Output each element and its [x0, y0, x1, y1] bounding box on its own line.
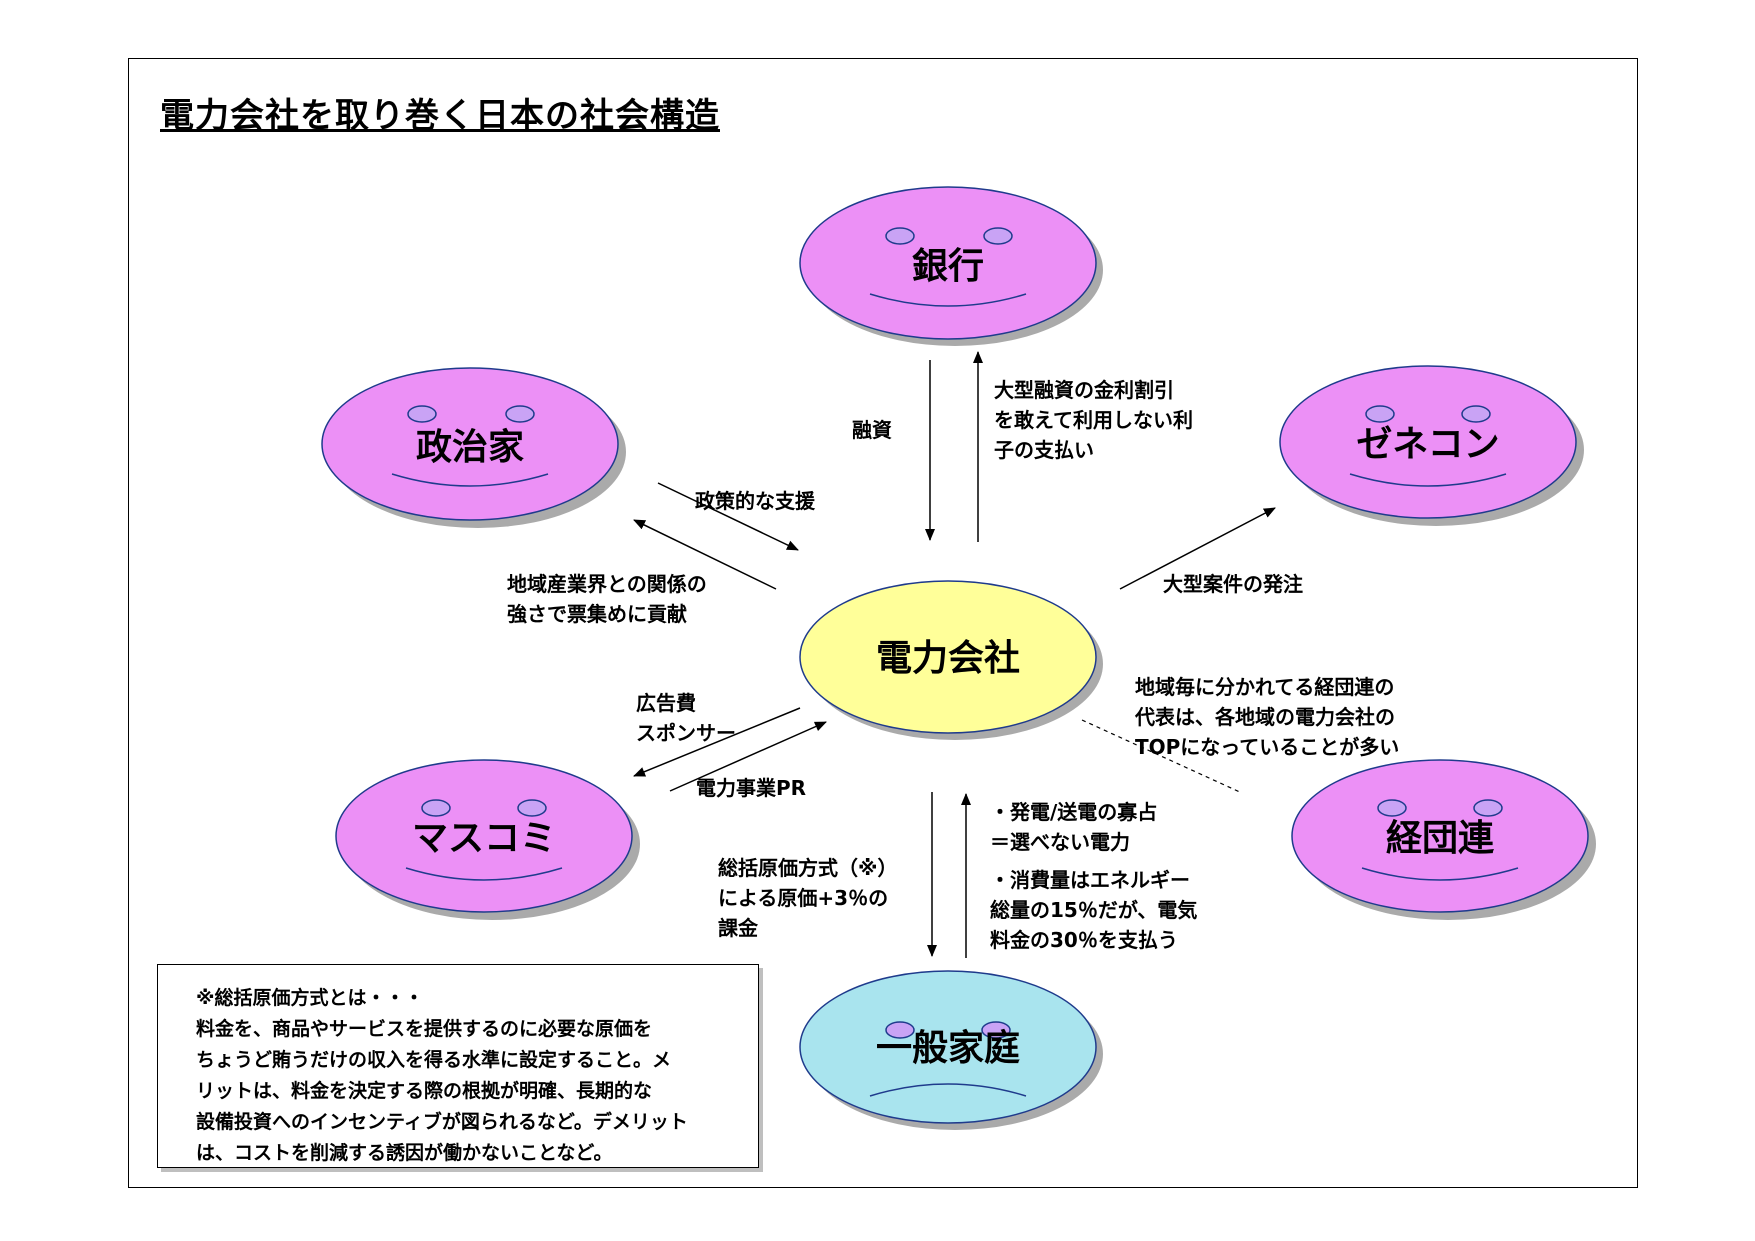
footnote-line: 設備投資へのインセンティブが図られるなど。デメリット	[196, 1111, 688, 1133]
label-yushi: 融資	[852, 418, 892, 442]
mascomi-label: マスコミ	[412, 818, 556, 859]
left-eye-icon	[885, 227, 915, 245]
arrow-power-to-mascomi	[633, 707, 801, 777]
left-eye-icon	[885, 1021, 915, 1039]
arrow-power-to-politician	[633, 519, 777, 590]
arrow-mascomi-to-power	[669, 721, 827, 792]
left-eye-icon	[421, 799, 451, 817]
right-eye-icon	[981, 1021, 1011, 1039]
label-keidanren-note: 地域毎に分かれてる経団連の 代表は、各地域の電力会社の TOPになっていることが…	[1135, 675, 1400, 759]
label-policy-support: 政策的な支援	[695, 489, 815, 513]
label-ad-cost: 広告費 スポンサー	[636, 691, 736, 745]
zenecon-node: ゼネコン	[1279, 365, 1584, 526]
right-eye-icon	[1473, 799, 1503, 817]
smile-icon	[391, 473, 549, 487]
footnote-line: は、コストを削減する誘因が働かないことなど。	[196, 1142, 613, 1164]
power-company-node: 電力会社	[799, 580, 1103, 740]
label-power-pr: 電力事業PR	[696, 776, 807, 800]
footnote-line: リットは、料金を決定する際の根拠が明確、長期的な	[196, 1080, 653, 1102]
label-household-points: ・発電/送電の寡占 ＝選べない電力 ・消費量はエネルギー 総量の15％だが、電気…	[990, 800, 1198, 952]
smile-icon	[869, 293, 1027, 307]
right-eye-icon	[517, 799, 547, 817]
household-node: 一般家庭	[799, 970, 1103, 1130]
left-eye-icon	[1377, 799, 1407, 817]
footnote-line: ※総括原価方式とは・・・	[196, 987, 424, 1009]
bank-label: 銀行	[912, 246, 984, 287]
left-eye-icon	[407, 405, 437, 423]
politician-node: 政治家	[321, 367, 626, 528]
zenecon-label: ゼネコン	[1356, 424, 1499, 465]
page-frame	[128, 58, 1638, 1188]
footnote-box: ※総括原価方式とは・・・ 料金を、商品やサービスを提供するのに必要な原価を ちょ…	[157, 964, 759, 1168]
power-company-label: 電力会社	[876, 638, 1020, 679]
arrow-power-to-zenecon	[1119, 507, 1276, 590]
label-bank-return: 大型融資の金利割引 を敢えて利用しない利 子の支払い	[994, 378, 1193, 462]
right-eye-icon	[1461, 405, 1491, 423]
footnote-line: ちょうど賄うだけの収入を得る水準に設定すること。メ	[196, 1049, 672, 1071]
politician-label: 政治家	[416, 427, 524, 468]
label-large-orders: 大型案件の発注	[1163, 572, 1303, 596]
smile-icon	[405, 867, 563, 881]
frown-icon	[869, 1083, 1027, 1097]
right-eye-icon	[505, 405, 535, 423]
dashed-link-power-keidanren	[1081, 719, 1243, 794]
mascomi-node: マスコミ	[335, 759, 640, 920]
keidanren-label: 経団連	[1386, 818, 1495, 859]
smile-icon	[1361, 867, 1519, 881]
left-eye-icon	[1365, 405, 1395, 423]
keidanren-node: 経団連	[1291, 759, 1596, 920]
bank-node: 銀行	[799, 186, 1103, 346]
label-vote-gathering: 地域産業界との関係の 強さで票集めに貢献	[507, 572, 707, 626]
smile-icon	[1349, 473, 1507, 487]
footnote-line: 料金を、商品やサービスを提供するのに必要な原価を	[196, 1018, 653, 1040]
household-label: 一般家庭	[876, 1028, 1020, 1069]
label-pricing: 総括原価方式（※） による原価+3％の 課金	[718, 856, 898, 940]
right-eye-icon	[983, 227, 1013, 245]
page-title: 電力会社を取り巻く日本の社会構造	[160, 96, 720, 136]
arrow-politician-to-power	[657, 482, 799, 551]
